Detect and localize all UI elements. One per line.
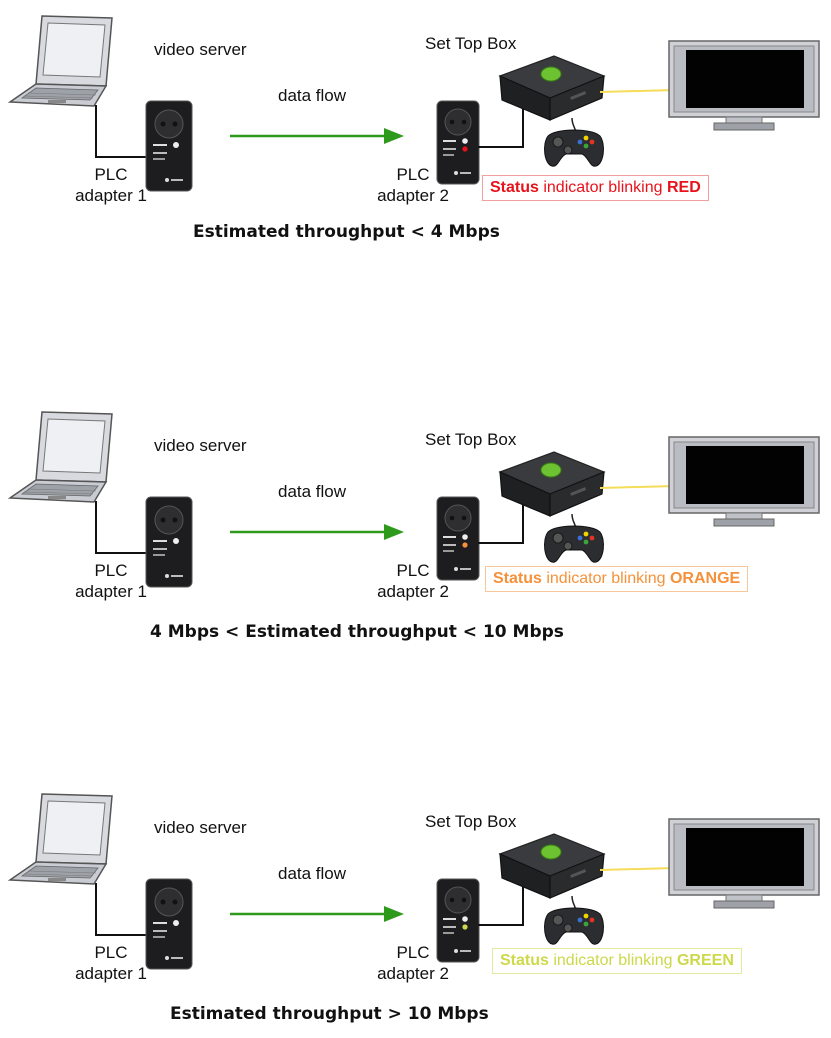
plc-adapter-2-label-line1: PLC (396, 165, 430, 184)
ethernet-cable-1 (95, 501, 148, 554)
ethernet-cable-2 (478, 501, 524, 544)
plc-adapter-2-icon (436, 496, 480, 581)
status-led (462, 924, 468, 930)
ethernet-cable-2 (478, 105, 524, 148)
plc-adapter-2-label: PLC adapter 2 (368, 942, 458, 984)
plc-adapter-1-icon (145, 496, 193, 588)
status-word: Status (490, 179, 539, 196)
plc-adapter-1-label: PLC adapter 1 (66, 942, 156, 984)
data-flow-label: data flow (278, 482, 347, 501)
laptop-icon (7, 793, 113, 885)
plc-adapter-1-label: PLC adapter 1 (66, 164, 156, 206)
status-word: Status (493, 570, 542, 587)
throughput-caption: Estimated throughput > 10 Mbps (170, 1004, 489, 1024)
video-server-label: video server (154, 818, 247, 837)
status-middle-text: indicator blinking (538, 179, 667, 196)
data-flow-label: data flow (278, 864, 347, 883)
ethernet-cable-1 (95, 105, 148, 158)
data-flow-arrow (230, 906, 404, 922)
set-top-box-label: Set Top Box (425, 812, 517, 831)
plc-adapter-1-label-line1: PLC (94, 561, 128, 580)
plc-adapter-1-label-line1: PLC (94, 165, 128, 184)
plc-adapter-2-label-line1: PLC (396, 561, 430, 580)
throughput-caption: 4 Mbps < Estimated throughput < 10 Mbps (150, 622, 564, 642)
plc-adapter-2-label-line1: PLC (396, 943, 430, 962)
status-middle-text: indicator blinking (541, 570, 670, 587)
plc-adapter-1-label-line2: adapter 1 (75, 964, 147, 983)
set-top-box-icon (498, 55, 606, 121)
plc-adapter-2-icon (436, 100, 480, 185)
ethernet-cable-1 (95, 883, 148, 936)
set-top-box-label: Set Top Box (425, 34, 517, 53)
status-indicator-note: Status indicator blinking RED (482, 175, 709, 201)
plc-adapter-2-label: PLC adapter 2 (368, 164, 458, 206)
plc-adapter-2-label-line2: adapter 2 (377, 582, 449, 601)
status-color-word: RED (666, 179, 701, 196)
set-top-box-icon (498, 833, 606, 899)
plc-adapter-1-icon (145, 100, 193, 192)
video-cable (599, 89, 676, 93)
data-flow-arrow (230, 524, 404, 540)
video-server-label: video server (154, 436, 247, 455)
scenario-panel-2: video server PLC adapter 1 data flow (0, 396, 831, 656)
status-led (462, 542, 468, 548)
status-middle-text: indicator blinking (548, 952, 677, 969)
throughput-caption: Estimated throughput < 4 Mbps (193, 222, 500, 242)
plc-adapter-1-label-line1: PLC (94, 943, 128, 962)
data-flow-arrow (230, 128, 404, 144)
game-controller-icon (544, 117, 604, 167)
tv-icon (668, 436, 820, 527)
ethernet-cable-2 (478, 883, 524, 926)
plc-adapter-2-label-line2: adapter 2 (377, 964, 449, 983)
scenario-panel-1: video server PLC adapter 1 data flow (0, 0, 831, 260)
plc-adapter-1-icon (145, 878, 193, 970)
tv-icon (668, 40, 820, 131)
laptop-icon (7, 411, 113, 503)
plc-adapter-2-label: PLC adapter 2 (368, 560, 458, 602)
plc-adapter-1-label-line2: adapter 1 (75, 186, 147, 205)
status-led (462, 146, 468, 152)
game-controller-icon (544, 513, 604, 563)
laptop-icon (7, 15, 113, 107)
plc-adapter-1-label: PLC adapter 1 (66, 560, 156, 602)
set-top-box-icon (498, 451, 606, 517)
tv-icon (668, 818, 820, 909)
status-indicator-note: Status indicator blinking GREEN (492, 948, 742, 974)
video-cable (599, 867, 676, 871)
data-flow-label: data flow (278, 86, 347, 105)
video-cable (599, 485, 676, 489)
plc-adapter-2-icon (436, 878, 480, 963)
status-word: Status (500, 952, 549, 969)
status-color-word: ORANGE (669, 570, 741, 587)
plc-adapter-2-label-line2: adapter 2 (377, 186, 449, 205)
plc-adapter-1-label-line2: adapter 1 (75, 582, 147, 601)
status-indicator-note: Status indicator blinking ORANGE (485, 566, 749, 592)
game-controller-icon (544, 895, 604, 945)
scenario-panel-3: video server PLC adapter 1 data flow (0, 778, 831, 1038)
video-server-label: video server (154, 40, 247, 59)
set-top-box-label: Set Top Box (425, 430, 517, 449)
status-color-word: GREEN (676, 952, 734, 969)
